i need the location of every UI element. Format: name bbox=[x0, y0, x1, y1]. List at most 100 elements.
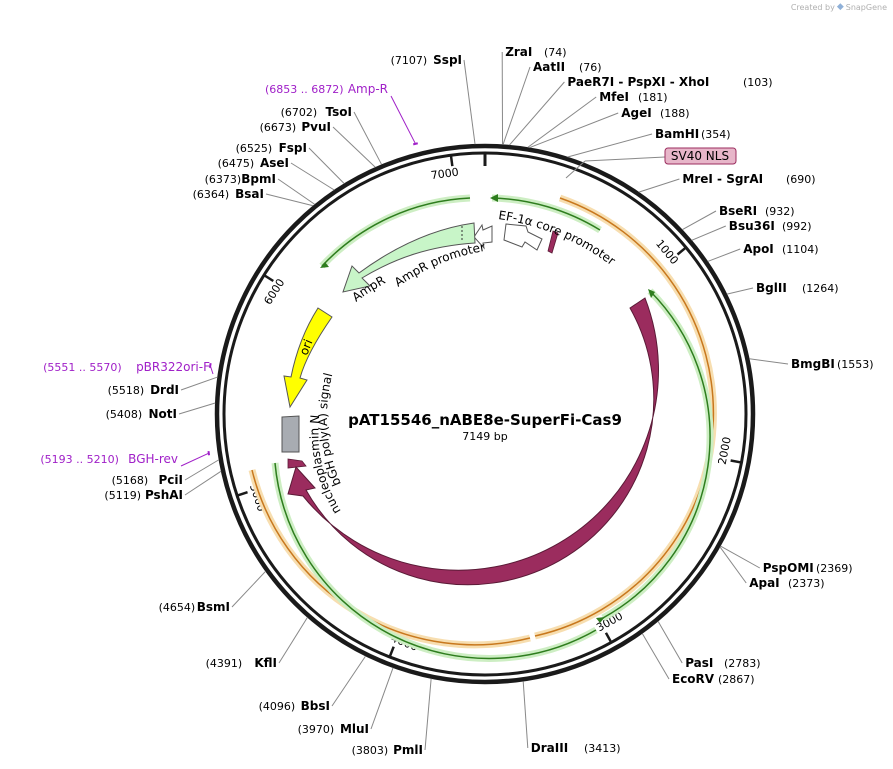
enzyme-name-tsoi: TsoI bbox=[326, 105, 352, 119]
enzyme-leader-bseri bbox=[682, 210, 717, 231]
enzyme-leader-sspi bbox=[463, 59, 476, 145]
snapgene-watermark: Created by ◆ SnapGene bbox=[791, 2, 887, 12]
enzyme-name-mlui: MluI bbox=[340, 722, 369, 736]
enzyme-leader-bsu36i bbox=[691, 225, 726, 241]
enzyme-pos-bbsi: (4096) bbox=[259, 700, 296, 713]
enzyme-name-bglii: BglII bbox=[756, 281, 787, 295]
enzyme-leader-ecorv bbox=[641, 633, 670, 680]
snapgene-logo-icon: ◆ bbox=[836, 2, 844, 12]
green-orf-top-left bbox=[321, 197, 471, 267]
sv40-nls-label-box bbox=[664, 147, 737, 165]
cas9-arrow bbox=[287, 297, 659, 586]
enzyme-leader-pspomi bbox=[720, 545, 761, 569]
enzyme-name-kfli: KflI bbox=[254, 656, 277, 670]
enzyme-name-apai: ApaI bbox=[749, 576, 779, 590]
primer-leader-bgh-rev bbox=[180, 452, 209, 467]
enzyme-name-bpmi: BpmI bbox=[241, 172, 276, 186]
enzyme-pos-fspi: (6525) bbox=[236, 142, 273, 155]
enzyme-name-asei: AseI bbox=[260, 156, 289, 170]
enzyme-pos-aatii: (76) bbox=[579, 61, 602, 74]
enzyme-pos-zrai: (74) bbox=[544, 46, 567, 59]
ampr-arrow bbox=[342, 222, 476, 293]
enzyme-leader-agei bbox=[529, 112, 619, 149]
primer-labels: Amp-R(6853 .. 6872)pBR322ori-F(5551 .. 5… bbox=[40, 82, 418, 467]
primer-range-bgh-rev: (5193 .. 5210) bbox=[40, 453, 119, 466]
enzyme-name-pasi: PasI bbox=[685, 656, 713, 670]
enzyme-name-drdi: DrdI bbox=[150, 383, 179, 397]
enzyme-leader-draiii bbox=[522, 681, 529, 749]
sv40-nls-leader bbox=[584, 156, 666, 162]
enzyme-name-aatii: AatII bbox=[533, 60, 565, 74]
watermark-brand: SnapGene bbox=[845, 2, 887, 12]
primer-range-pbr322ori-f: (5551 .. 5570) bbox=[43, 361, 122, 374]
enzyme-leader-drdi bbox=[180, 376, 218, 391]
enzyme-pos-agei: (188) bbox=[660, 107, 690, 120]
enzyme-pos-paer7i-pspxi-xhoi: (103) bbox=[743, 76, 773, 89]
tick-mark-6000 bbox=[262, 273, 274, 283]
features-layer bbox=[248, 194, 717, 662]
enzyme-leader-tsoi bbox=[353, 111, 383, 165]
tick-mark-1000 bbox=[676, 245, 688, 256]
enzyme-pos-drdi: (5518) bbox=[108, 384, 145, 397]
primer-mark-bgh-rev bbox=[207, 450, 211, 456]
enzyme-pos-bseri: (932) bbox=[765, 205, 795, 218]
enzyme-pos-mrei-sgrai: (690) bbox=[786, 173, 816, 186]
enzyme-leader-pcii bbox=[184, 459, 220, 481]
tick-label-6000: 6000 bbox=[261, 276, 287, 307]
primer-name-amp-r: Amp-R bbox=[348, 82, 388, 96]
enzyme-pos-pasi: (2783) bbox=[724, 657, 761, 670]
enzyme-pos-pshai: (5119) bbox=[104, 489, 141, 502]
enzyme-leader-bpmi bbox=[277, 178, 316, 205]
enzyme-leader-kfli bbox=[278, 617, 308, 664]
enzyme-leader-apai bbox=[719, 546, 747, 584]
tick-mark-7000 bbox=[449, 154, 454, 167]
enzyme-name-sspi: SspI bbox=[433, 53, 462, 67]
enzyme-pos-tsoi: (6702) bbox=[281, 106, 318, 119]
ef1a-promoter-arrow bbox=[503, 223, 543, 251]
enzyme-pos-mlui: (3970) bbox=[298, 723, 335, 736]
primer-leader-pbr322ori-f bbox=[209, 365, 214, 375]
enzyme-name-pcii: PciI bbox=[159, 473, 184, 487]
tick-label-7000: 7000 bbox=[430, 166, 459, 183]
enzyme-leader-mrei-sgrai bbox=[638, 178, 680, 193]
green-orf-top-right-arrow bbox=[490, 194, 498, 202]
plasmid-name: pAT15546_nABE8e-SuperFi-Cas9 bbox=[348, 411, 622, 429]
enzyme-pos-draiii: (3413) bbox=[584, 742, 621, 755]
enzyme-name-bsmi: BsmI bbox=[197, 600, 230, 614]
enzyme-leaders bbox=[178, 51, 789, 751]
enzyme-pos-bsu36i: (992) bbox=[782, 220, 812, 233]
green-orf-right bbox=[602, 290, 711, 619]
enzyme-labels: SspI(7107)ZraI(74)AatII(76)PaeR7I - PspX… bbox=[104, 45, 873, 757]
enzyme-name-mfei: MfeI bbox=[599, 90, 629, 104]
enzyme-pos-bglii: (1264) bbox=[802, 282, 839, 295]
enzyme-pos-pmli: (3803) bbox=[352, 744, 389, 757]
enzyme-leader-mlui bbox=[370, 667, 394, 730]
feature-label-sv40-nls: SV40 NLS bbox=[671, 149, 729, 163]
enzyme-pos-bmgbi: (1553) bbox=[837, 358, 874, 371]
primer-leader-amp-r bbox=[390, 95, 416, 145]
enzyme-pos-apai: (2373) bbox=[788, 577, 825, 590]
enzyme-name-agei: AgeI bbox=[621, 106, 651, 120]
enzyme-leader-bbsi bbox=[331, 655, 366, 707]
enzyme-pos-kfli: (4391) bbox=[206, 657, 243, 670]
enzyme-pos-pspomi: (2369) bbox=[816, 562, 853, 575]
enzyme-name-bmgbi: BmgBI bbox=[791, 357, 835, 371]
enzyme-leader-paer7i-pspxi-xhoi bbox=[509, 81, 565, 146]
enzyme-name-bseri: BseRI bbox=[719, 204, 757, 218]
enzyme-leader-noti bbox=[178, 402, 216, 415]
enzyme-pos-sspi: (7107) bbox=[391, 54, 428, 67]
center-labels: pAT15546_nABE8e-SuperFi-Cas9 7149 bp bbox=[348, 411, 622, 443]
enzyme-leader-pasi bbox=[657, 621, 683, 664]
enzyme-pos-noti: (5408) bbox=[106, 408, 143, 421]
enzyme-name-noti: NotI bbox=[149, 407, 178, 421]
tick-mark-4000 bbox=[388, 646, 395, 659]
enzyme-name-bsu36i: Bsu36I bbox=[729, 219, 775, 233]
green-orf-right-arrow-end bbox=[596, 617, 605, 623]
enzyme-pos-pcii: (5168) bbox=[112, 474, 149, 487]
enzyme-leader-pshai bbox=[184, 470, 222, 496]
enzyme-leader-bsmi bbox=[231, 570, 266, 608]
enzyme-pos-bsmi: (4654) bbox=[159, 601, 196, 614]
watermark-created-by: Created by bbox=[790, 2, 835, 12]
tick-mark-2000 bbox=[730, 459, 743, 464]
